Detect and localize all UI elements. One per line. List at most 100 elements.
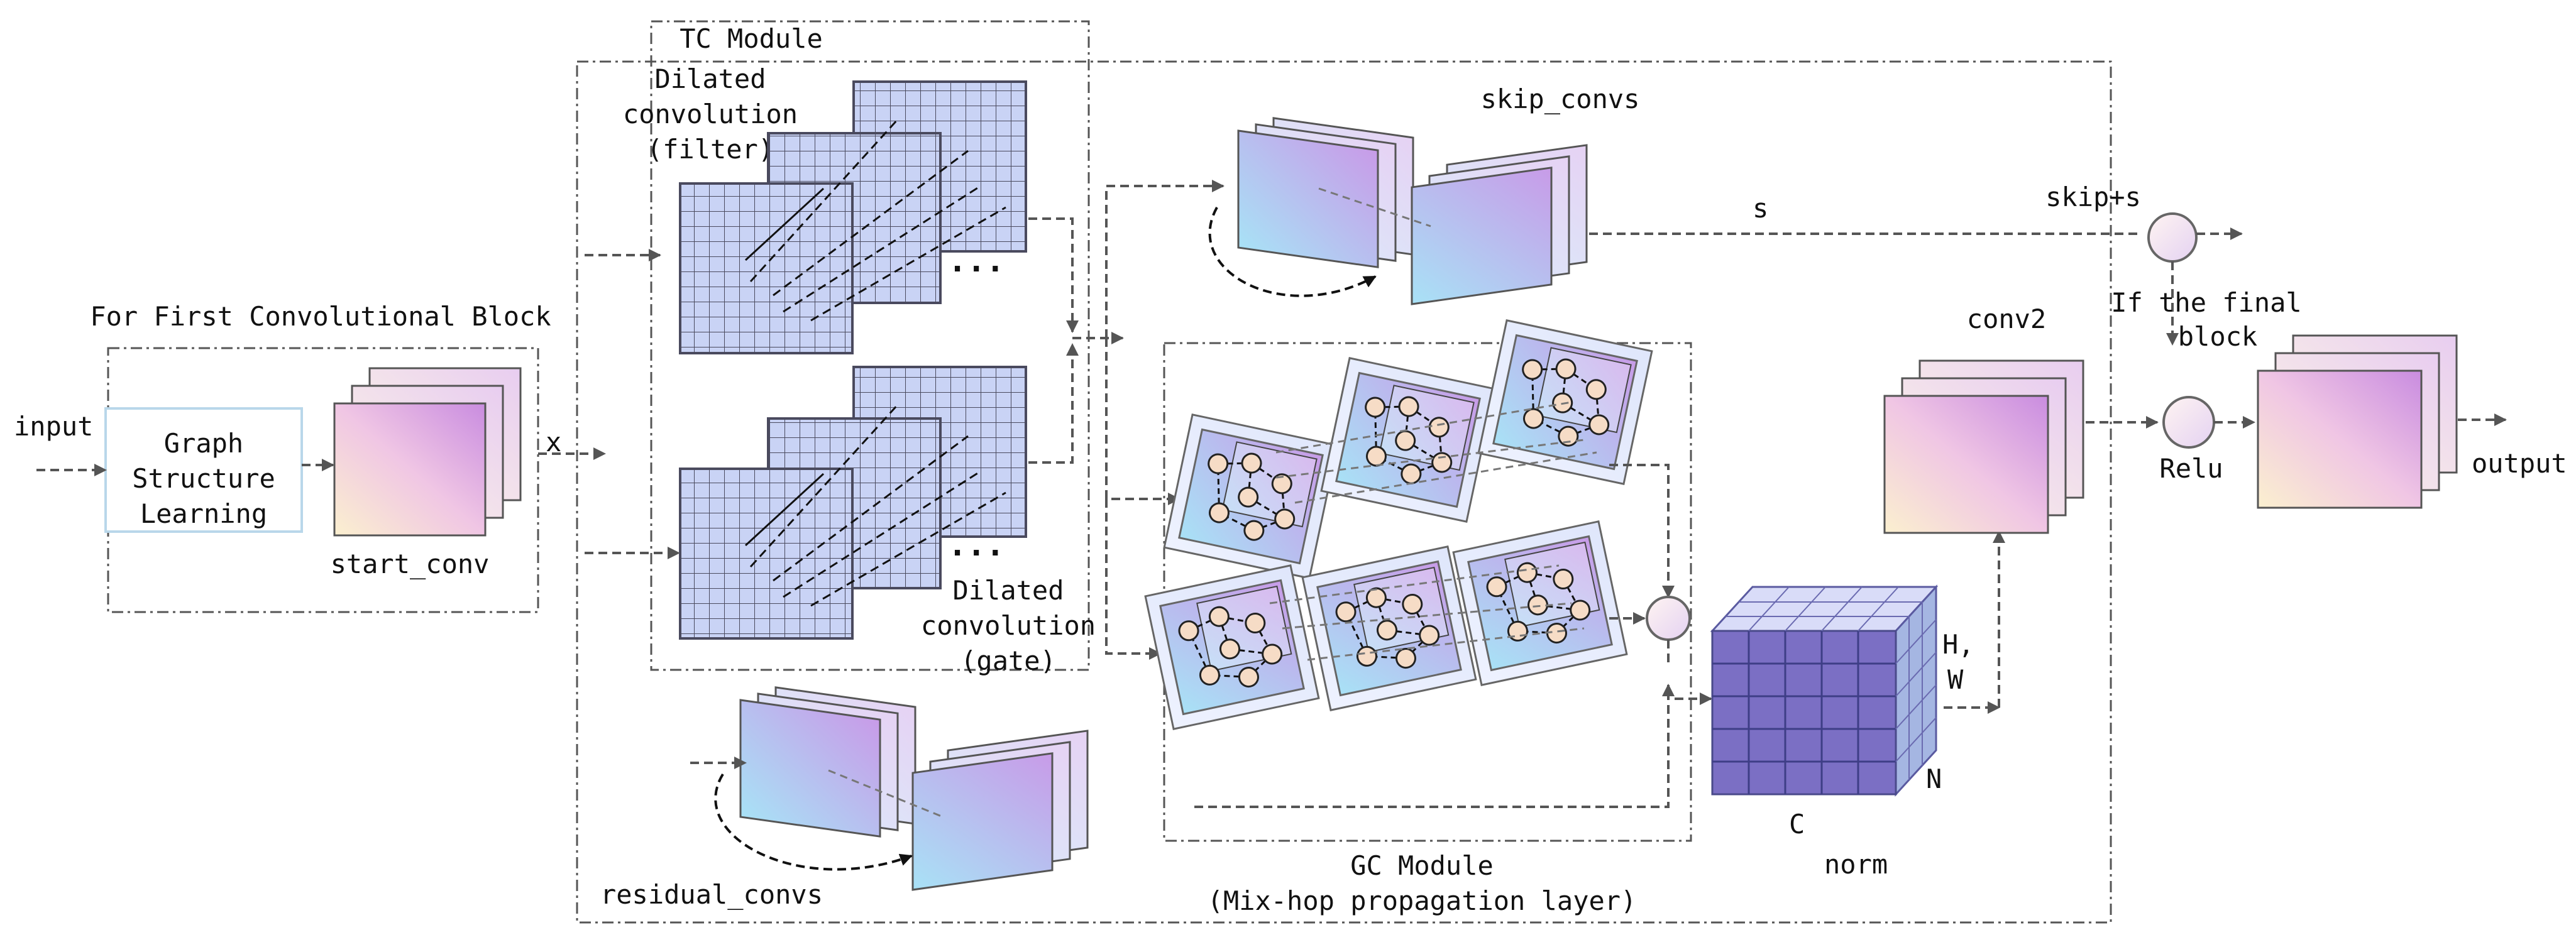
gc-panel [1301, 545, 1477, 711]
graph-node [1178, 620, 1199, 642]
gate-grid-stack [679, 366, 1027, 640]
first-block: For First Convolutional Block Graph Stru… [14, 301, 606, 613]
graph-node [1243, 520, 1265, 541]
skip-sum-node [2147, 212, 2198, 263]
graph-node [1398, 396, 1419, 417]
start-conv-stack [333, 367, 522, 537]
graph-node [1377, 620, 1398, 641]
graph-node [1428, 417, 1450, 438]
graph-node [1238, 486, 1259, 508]
relu-node [2162, 396, 2215, 449]
c-label: C [1789, 809, 1805, 840]
skip-convs-label: skip_convs [1481, 84, 1640, 114]
graph-node [1335, 601, 1357, 623]
relu-label: Relu [2159, 453, 2223, 484]
dilated-gate-label-2: convolution [921, 610, 1096, 641]
graph-node [1395, 648, 1416, 669]
graph-node [1546, 623, 1567, 644]
graph-node [1238, 667, 1259, 688]
dilated-filter-label-1: Dilated [654, 63, 766, 94]
conv2-stack [1883, 359, 2084, 534]
gc-panels [1144, 319, 1653, 730]
x-label: x [546, 427, 561, 457]
graph-node [1431, 452, 1453, 473]
gc-panel [1144, 564, 1320, 730]
graph-learning-label-1: Graph [164, 428, 243, 459]
gc-module-label-2: (Mix-hop propagation layer) [1208, 885, 1637, 916]
propagation-link [1307, 627, 1585, 661]
dilated-filter-label-3: (filter) [647, 134, 774, 165]
gate-out-arrow [1028, 343, 1079, 464]
norm-cube: H, W N C norm [1710, 584, 1974, 880]
graph-node [1208, 502, 1230, 523]
dilated-gate-label-1: Dilated [952, 575, 1064, 606]
graph-node [1402, 594, 1423, 615]
gc-upper-out-arrow [1609, 464, 1675, 598]
graph-node [1522, 359, 1543, 380]
graph-node [1271, 473, 1292, 495]
propagation-link [1275, 439, 1585, 479]
graph-node [1219, 638, 1241, 660]
if-final-block-label-1: If the final [2111, 287, 2301, 318]
hw-label-1: H, [1942, 629, 1974, 660]
graph-node [1486, 576, 1507, 598]
skip-s-label: skip+s [2045, 182, 2141, 212]
residual-output-stack [911, 730, 1089, 891]
skip-convs: skip_convs [1208, 84, 1640, 305]
graph-learning-box [104, 407, 303, 533]
graph-node [1585, 379, 1607, 400]
graph-node [1245, 613, 1266, 634]
first-block-title: For First Convolutional Block [90, 301, 551, 332]
output-stack [2257, 334, 2458, 509]
graph-node [1558, 425, 1579, 447]
graph-node [1395, 430, 1416, 451]
start-conv-label: start_conv [331, 549, 490, 579]
graph-node [1365, 587, 1387, 608]
if-final-block-label-2: block [2178, 321, 2257, 352]
graph-node [1419, 625, 1440, 646]
graph-node [1555, 358, 1577, 380]
graph-node [1274, 508, 1296, 530]
layer-block-frame [576, 60, 2112, 924]
graph-learning-label-3: Learning [140, 498, 267, 529]
input-label: input [14, 411, 93, 442]
graph-node [1516, 562, 1538, 583]
filter-ellipsis: ... [948, 243, 1005, 279]
propagation-link [1294, 451, 1597, 504]
conv2-label: conv2 [1967, 304, 2046, 334]
gc-bypass-arrow [1194, 684, 1675, 808]
tc-module-label: TC Module [680, 23, 823, 54]
propagation-link [1282, 602, 1572, 630]
graph-node [1570, 599, 1591, 621]
norm-label: norm [1824, 849, 1888, 880]
to-skip-arrow [1105, 180, 1225, 338]
residual-input-stack [739, 686, 916, 838]
graph-node [1553, 569, 1574, 590]
graph-node [1527, 594, 1549, 616]
to-gc-upper-arrow [1105, 338, 1181, 505]
propagation-link [1269, 564, 1560, 605]
gc-module-label-1: GC Module [1350, 850, 1494, 881]
skip-conv-output-stack [1411, 144, 1588, 305]
s-label: s [1753, 193, 1768, 224]
gc-module: GC Module (Mix-hop propagation layer) [1144, 319, 1712, 916]
output-label: output [2472, 448, 2567, 479]
graph-node [1208, 453, 1229, 474]
graph-node [1199, 664, 1220, 686]
filter-out-arrow [1028, 217, 1079, 333]
graph-node [1365, 446, 1387, 467]
dilated-filter-label-2: convolution [623, 99, 798, 129]
hw-label-2: W [1947, 664, 1964, 695]
graph-node [1241, 452, 1262, 474]
to-gc-lower-arrow [1105, 499, 1162, 660]
gc-panel [1477, 319, 1653, 485]
skip-conv-input-stack [1237, 117, 1414, 268]
gc-module-frame [1163, 342, 1692, 842]
filter-grid-stack [679, 80, 1027, 354]
to-norm-arrow [1667, 691, 1712, 705]
graph-node [1356, 645, 1377, 667]
gate-ellipsis: ... [948, 527, 1005, 563]
graph-learning-label-2: Structure [132, 463, 275, 494]
graph-node [1588, 414, 1610, 435]
residual-convs-label: residual_convs [600, 879, 823, 910]
